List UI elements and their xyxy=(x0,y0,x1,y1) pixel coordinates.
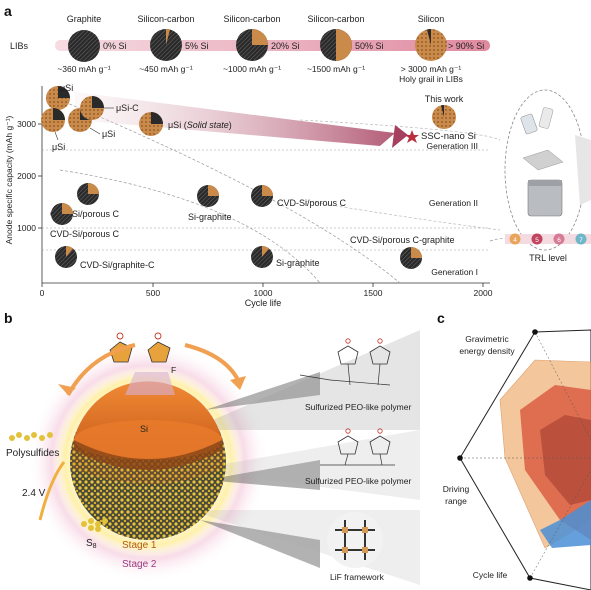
cvd-porous-label-3: CVD-Si/porous C xyxy=(277,198,347,208)
material-sic-20 xyxy=(236,29,268,61)
this-work-label: This work xyxy=(425,94,464,104)
mat-name-5: Silicon xyxy=(418,14,445,24)
mat-cap-2: ~450 mAh g⁻¹ xyxy=(139,64,193,74)
cvd-porous-c-graphite-label: CVD-Si/porous C-graphite xyxy=(350,235,455,245)
gen-3-label: Generation III xyxy=(426,141,478,151)
mat-si-1: 0% Si xyxy=(103,41,127,51)
mat-cap-3: ~1000 mAh g⁻¹ xyxy=(223,64,281,74)
stage-arrow-right-head xyxy=(230,376,246,390)
gen-1-label: Generation I xyxy=(431,267,478,277)
trl-4: 4 xyxy=(513,237,517,244)
si-label: Si xyxy=(140,424,148,434)
trl-step-5 xyxy=(531,233,543,245)
lif-grid xyxy=(327,512,383,568)
stage-arrow-right xyxy=(184,343,240,381)
trl-6: 6 xyxy=(557,237,561,244)
material-silicon xyxy=(415,28,447,61)
holy-grail-label: Holy grail in LIBs xyxy=(399,74,463,84)
mat-name-3: Silicon-carbon xyxy=(223,14,280,24)
usi-label-2: μSi xyxy=(102,129,115,139)
ytick-2000: 2000 xyxy=(17,171,36,181)
radar-axis-energy-density: energy density xyxy=(459,346,515,356)
fluorine-label: F xyxy=(171,365,176,375)
battery-inset xyxy=(504,89,591,251)
mat-cap-1: ~360 mAh g⁻¹ xyxy=(57,64,111,74)
trl-step-4 xyxy=(509,233,521,245)
voltage-label: 2.4 V xyxy=(22,488,46,499)
gen-2-label: Generation II xyxy=(429,198,478,208)
si-graphite-label-1: Si-graphite xyxy=(188,212,232,222)
trl-5: 5 xyxy=(535,237,539,244)
xtick-1000: 1000 xyxy=(254,288,273,298)
mat-si-5: > 90% Si xyxy=(448,41,484,51)
cvd-porous-label-1: CVD-Si/porous C xyxy=(50,209,120,219)
xtick-2000: 2000 xyxy=(474,288,493,298)
stage2-label: Stage 2 xyxy=(122,559,157,570)
si-graphite-label-2: Si-graphite xyxy=(276,258,320,268)
trl-label: TRL level xyxy=(529,253,567,263)
polymer-label-1: Sulfurized PEO-like polymer xyxy=(305,402,411,412)
mat-cap-4: ~1500 mAh g⁻¹ xyxy=(307,64,365,74)
stage1-label: Stage 1 xyxy=(122,540,157,551)
ssc-label: SSC-nano Si xyxy=(421,131,476,142)
polymer-label-2: Sulfurized PEO-like polymer xyxy=(305,476,411,486)
panel-c-label: c xyxy=(437,310,445,326)
material-graphite xyxy=(68,30,100,62)
progress-arrow-head xyxy=(392,125,408,148)
material-sic-5 xyxy=(150,28,182,61)
panel-a-label: a xyxy=(4,3,12,19)
radar-axis-cycle-life: Cycle life xyxy=(473,570,508,580)
mat-name-2: Silicon-carbon xyxy=(137,14,194,24)
stage-arrow-left-head xyxy=(58,384,76,395)
polymer-structure-2 xyxy=(320,428,395,466)
mat-si-4: 50% Si xyxy=(355,41,384,51)
material-sic-50 xyxy=(320,29,352,61)
cvd-graphite-c-label: CVD-Si/graphite-C xyxy=(80,260,155,270)
mat-name-4: Silicon-carbon xyxy=(307,14,364,24)
trl-step-7 xyxy=(575,233,587,245)
cvd-porous-label-2: CVD-Si/porous C xyxy=(50,229,120,239)
radar-axis-driving: Driving xyxy=(443,484,470,494)
progress-arrow xyxy=(75,92,395,146)
libs-label: LIBs xyxy=(10,41,29,51)
trl-7: 7 xyxy=(579,237,583,244)
xtick-1500: 1500 xyxy=(364,288,383,298)
panel-b-label: b xyxy=(4,310,13,326)
usi-label-3: μSi xyxy=(52,142,65,152)
mat-si-3: 20% Si xyxy=(271,41,300,51)
trl-bar xyxy=(489,233,591,245)
mat-cap-5: > 3000 mAh g⁻¹ xyxy=(401,64,462,74)
ytick-3000: 3000 xyxy=(17,119,36,129)
usi-cluster xyxy=(41,86,104,132)
usi-label-1: μSi xyxy=(60,83,73,93)
lif-label: LiF framework xyxy=(330,572,385,582)
y-axis-label: Anode specific capacity (mAh g⁻¹) xyxy=(4,115,14,244)
xtick-500: 500 xyxy=(146,288,160,298)
radar-axis-gravimetric: Gravimetric xyxy=(465,334,509,344)
polymer-structure-1 xyxy=(299,338,391,386)
usi-c-label: μSi-C xyxy=(116,103,139,113)
ytick-1000: 1000 xyxy=(17,223,36,233)
polysulfides-label: Polysulfides xyxy=(6,448,59,459)
polysulfide-chain xyxy=(9,432,53,441)
reduction-arrow xyxy=(38,461,66,521)
s8-ring xyxy=(81,518,108,532)
trl-step-6 xyxy=(553,233,565,245)
mat-name-1: Graphite xyxy=(67,14,102,24)
xtick-0: 0 xyxy=(40,288,45,298)
radar-axis-range: range xyxy=(445,496,467,506)
this-work-star xyxy=(405,130,419,143)
si-particle xyxy=(70,381,226,540)
radar-chart xyxy=(457,329,591,590)
usi-solid-label: μSi (Solid state) xyxy=(168,120,232,130)
s8-label: S8 xyxy=(86,538,97,550)
mat-si-2: 5% Si xyxy=(185,41,209,51)
x-axis-label: Cycle life xyxy=(245,298,282,308)
